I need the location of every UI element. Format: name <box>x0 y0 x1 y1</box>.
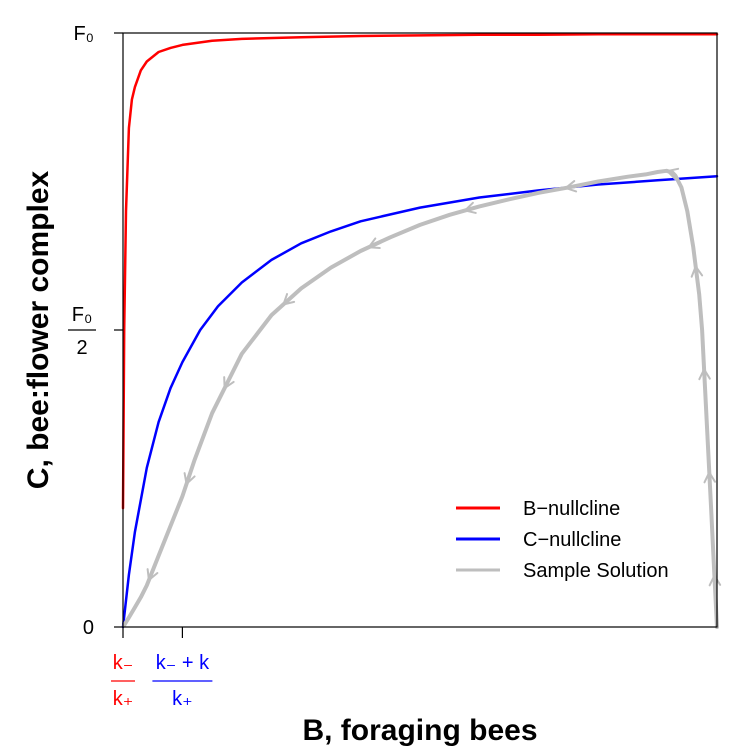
solution-arrow <box>665 167 680 180</box>
series-layer <box>121 32 722 629</box>
x-tick-label-num: k₋ <box>113 652 134 674</box>
legend-label-0: B−nullcline <box>523 498 620 520</box>
solution-arrow <box>183 472 196 486</box>
solution-arrow <box>690 264 704 278</box>
x-axis-label: B, foraging bees <box>302 714 537 747</box>
y-tick-label-num: F₀ <box>72 304 93 326</box>
y-tick-label: 0 <box>83 617 94 639</box>
solution-arrow <box>463 201 477 214</box>
x-tick-label-den: k₊ <box>172 688 193 710</box>
solution-arrow <box>223 376 235 391</box>
solution-arrow <box>366 237 381 249</box>
series-line-2 <box>122 168 719 629</box>
solution-arrow <box>146 568 159 582</box>
legend-label-1: C−nullcline <box>523 529 621 551</box>
y-axis-label: C, bee:flower complex <box>22 170 55 489</box>
y-tick-label: F₀ <box>73 23 94 45</box>
x-tick-label-den: k₊ <box>113 688 134 710</box>
series-line-1 <box>121 174 719 629</box>
solution-arrow <box>698 367 711 381</box>
axis-layer: 0 F₀ 2 F₀ k₋ k₊ k₋ + k k₊ <box>68 23 213 710</box>
solution-arrow <box>563 180 578 193</box>
solution-arrow <box>703 470 717 484</box>
plot-frame <box>122 32 718 628</box>
solution-arrow <box>281 293 296 306</box>
legend-label-2: Sample Solution <box>523 560 669 582</box>
x-tick-label-num: k₋ + k <box>156 652 210 674</box>
solution-arrow <box>708 573 722 587</box>
y-tick-label-den: 2 <box>76 337 87 359</box>
series-line-0 <box>121 32 719 510</box>
